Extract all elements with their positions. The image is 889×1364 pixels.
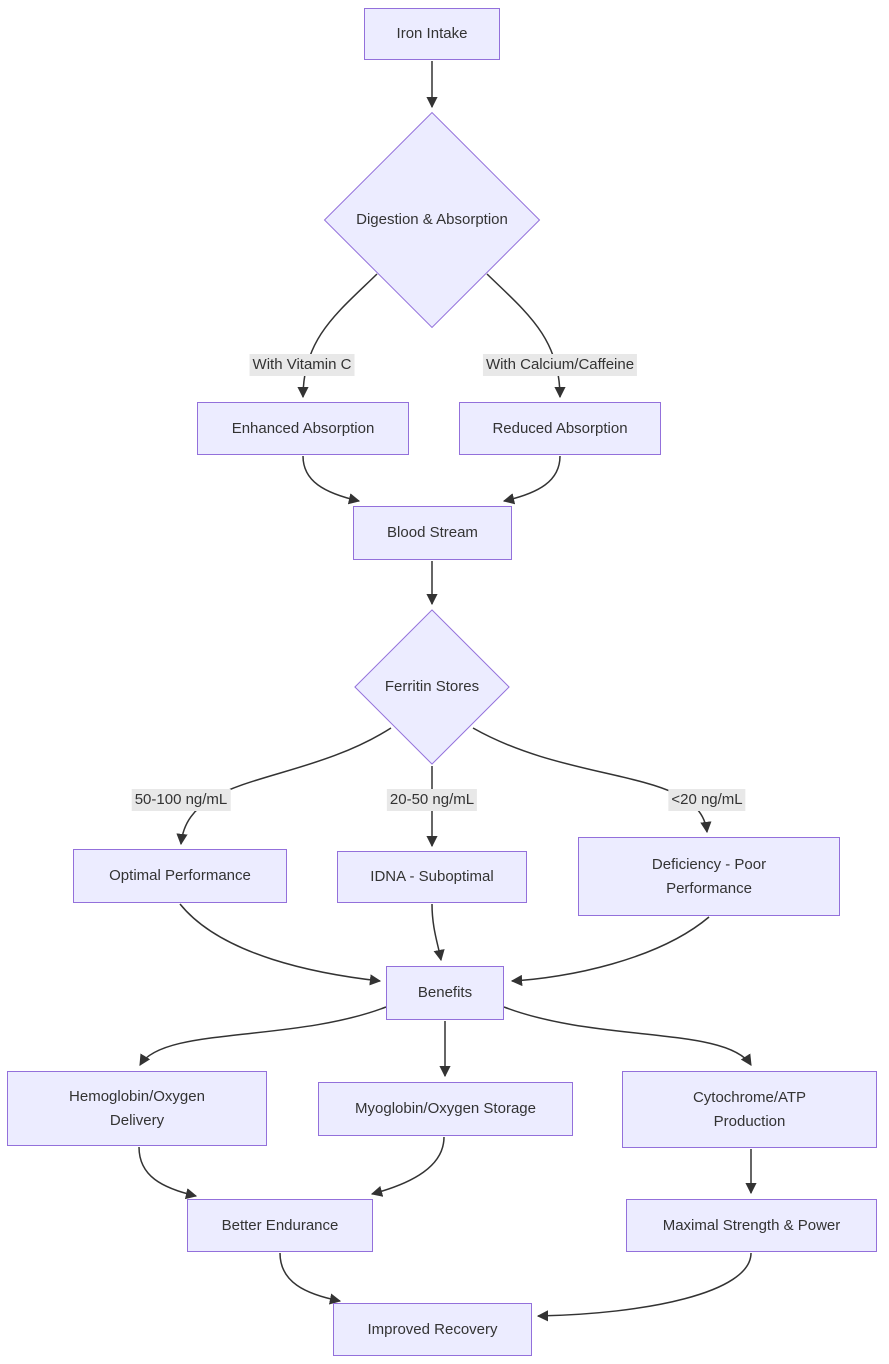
edge-benefits-to-hemoglobin (139, 1006, 387, 1066)
node-better-endurance-label: Better Endurance (221, 1216, 339, 1234)
node-enhanced-absorption-label: Enhanced Absorption (231, 419, 375, 437)
node-better-endurance: Better Endurance (187, 1199, 373, 1252)
edge-label-with-calcium-caffeine: With Calcium/Caffeine (482, 354, 638, 376)
node-iron-intake: Iron Intake (364, 8, 500, 60)
edge-myoglobin-to-endurance (370, 1136, 445, 1197)
edge-strength-to-recovery (536, 1252, 752, 1322)
edge-benefits-to-cytochrome (503, 1006, 752, 1066)
edge-label-with-vitamin-c: With Vitamin C (249, 354, 355, 376)
node-idna-suboptimal: IDNA - Suboptimal (337, 851, 527, 903)
node-idna-suboptimal-label: IDNA - Suboptimal (370, 868, 494, 886)
node-enhanced-absorption: Enhanced Absorption (197, 402, 409, 455)
node-improved-recovery-label: Improved Recovery (367, 1320, 498, 1338)
node-optimal-performance-label: Optimal Performance (109, 867, 251, 885)
edge-optimal-to-benefits (179, 903, 382, 986)
edge-hemoglobin-to-endurance (138, 1146, 198, 1200)
node-ferritin-stores: Ferritin Stores (354, 609, 510, 765)
edge-deficiency-to-benefits (510, 916, 710, 987)
edge-enhanced-to-blood-stream (302, 455, 361, 505)
node-hemoglobin-oxygen-delivery: Hemoglobin/Oxygen Delivery (7, 1071, 267, 1146)
node-reduced-absorption: Reduced Absorption (459, 402, 661, 455)
node-blood-stream-label: Blood Stream (387, 524, 478, 542)
node-digestion-absorption: Digestion & Absorption (323, 111, 541, 329)
node-ferritin-stores-label: Ferritin Stores (384, 678, 480, 696)
edge-idna-to-benefits (431, 903, 445, 962)
node-cytochrome-atp-production: Cytochrome/ATP Production (622, 1071, 877, 1148)
node-digestion-absorption-label: Digestion & Absorption (356, 211, 508, 229)
node-reduced-absorption-label: Reduced Absorption (492, 419, 628, 437)
node-maximal-strength-power: Maximal Strength & Power (626, 1199, 877, 1252)
edge-reduced-to-blood-stream (502, 455, 561, 505)
node-blood-stream: Blood Stream (353, 506, 512, 560)
node-deficiency-poor-performance: Deficiency - Poor Performance (578, 837, 840, 916)
node-optimal-performance: Optimal Performance (73, 849, 287, 903)
node-hemoglobin-oxygen-delivery-label: Hemoglobin/Oxygen Delivery (69, 1088, 205, 1129)
node-improved-recovery: Improved Recovery (333, 1303, 532, 1356)
node-deficiency-poor-performance-label: Deficiency - Poor Performance (651, 856, 767, 897)
node-cytochrome-atp-production-label: Cytochrome/ATP Production (692, 1089, 807, 1130)
edge-label-20-50-ng-ml: 20-50 ng/mL (386, 789, 478, 811)
edge-label-lt-20-ng-ml: <20 ng/mL (668, 789, 746, 811)
node-maximal-strength-power-label: Maximal Strength & Power (662, 1216, 841, 1234)
node-myoglobin-oxygen-storage: Myoglobin/Oxygen Storage (318, 1082, 573, 1136)
node-benefits: Benefits (386, 966, 504, 1020)
edge-endurance-to-recovery (279, 1252, 342, 1305)
node-iron-intake-label: Iron Intake (396, 25, 468, 43)
node-benefits-label: Benefits (417, 984, 473, 1002)
node-myoglobin-oxygen-storage-label: Myoglobin/Oxygen Storage (355, 1100, 536, 1118)
edge-label-50-100-ng-ml: 50-100 ng/mL (131, 789, 231, 811)
